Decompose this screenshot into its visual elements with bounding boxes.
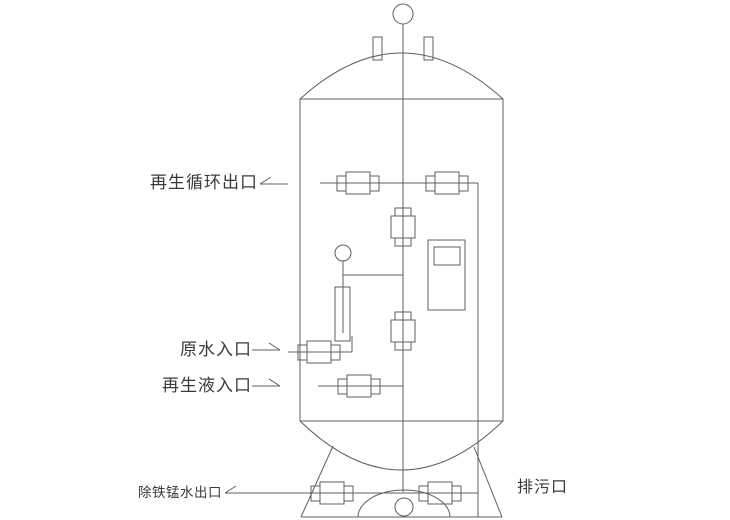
tank-top-head (299, 52, 504, 100)
label-raw-water-inlet: 原水入口 (180, 340, 252, 359)
drain-port-circle (394, 497, 414, 517)
label-regen-cycle-outlet: 再生循环出口 (150, 173, 258, 192)
flanged-valve-icon (297, 171, 469, 505)
skirt-arch (357, 489, 451, 518)
tank-outline (299, 52, 504, 471)
harpoon-arrow-left-icon (224, 176, 288, 494)
raw-water-pipe (288, 336, 353, 353)
panel-plate (427, 239, 466, 311)
label-iron-mn-water-outlet: 除铁锰水出口 (138, 485, 222, 500)
label-drain-outlet: 排污口 (517, 479, 569, 496)
tank-bottom-head (299, 420, 504, 471)
label-regen-liquid-inlet: 再生液入口 (162, 376, 252, 395)
sight-glass-icon (334, 244, 403, 342)
top-nozzles (372, 36, 434, 61)
flanged-valve-vertical-icon (390, 207, 416, 351)
vent-ball-icon (392, 3, 414, 25)
skirt-support (300, 445, 503, 518)
harpoon-arrow-right-icon (252, 342, 281, 387)
